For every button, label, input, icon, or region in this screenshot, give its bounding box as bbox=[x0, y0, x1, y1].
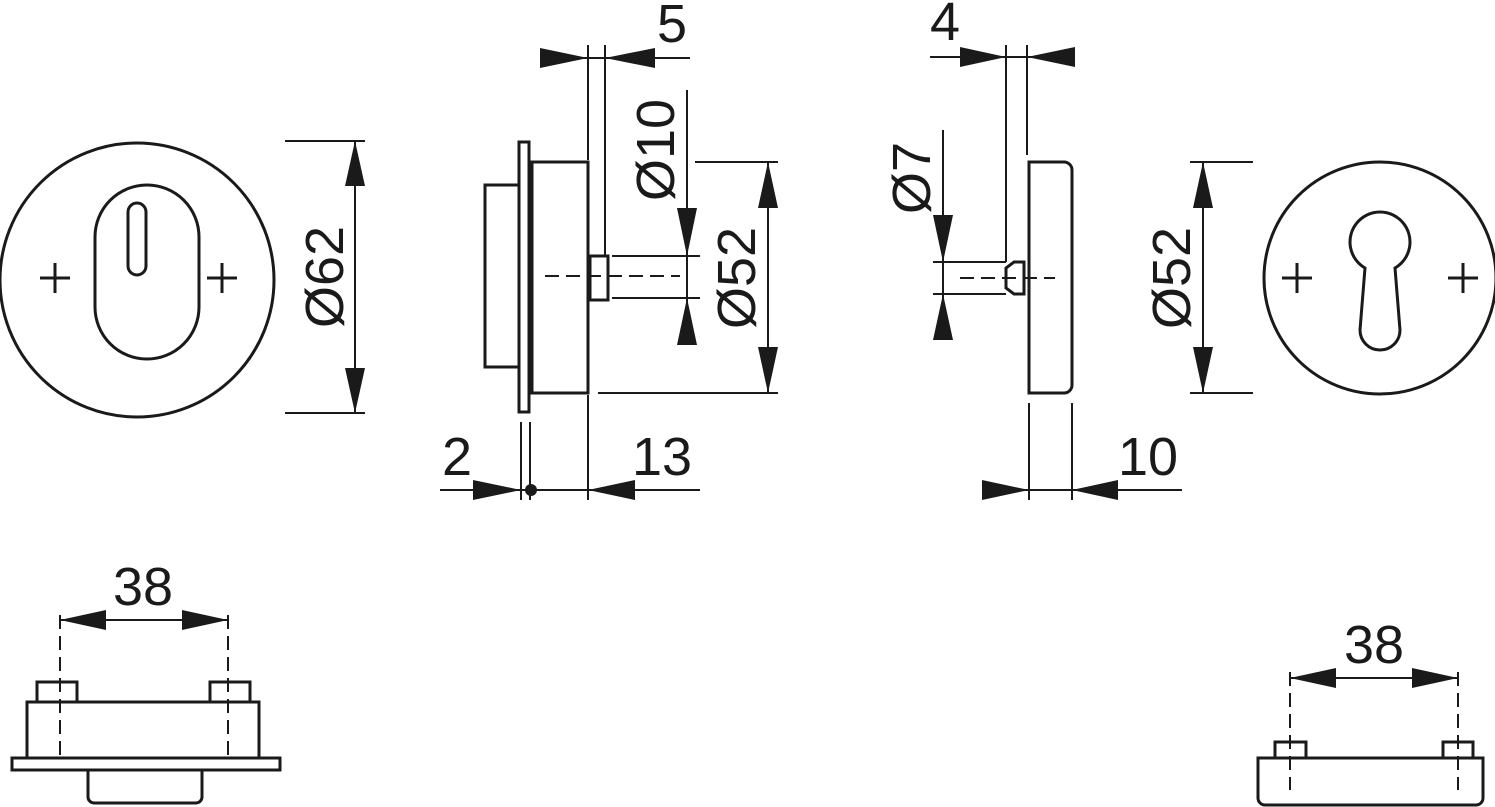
dim-text-4: 4 bbox=[930, 0, 960, 52]
dim-screw-diameter-7: Ø7 bbox=[882, 130, 1006, 340]
dim-text-d7: Ø7 bbox=[882, 142, 942, 214]
screw-mark-left bbox=[40, 263, 70, 293]
side-view-left bbox=[483, 140, 680, 414]
dim-text-13: 13 bbox=[632, 427, 692, 487]
dim-offset-4: 4 bbox=[930, 0, 1075, 67]
dim-screw-spacing-38-right: 38 bbox=[1290, 615, 1458, 688]
dim-inner-diameter-52: Ø52 bbox=[598, 161, 778, 394]
dim-outer-diameter-62: Ø62 bbox=[285, 140, 365, 414]
dim-text-d10: Ø10 bbox=[626, 99, 686, 201]
dim-rose-diameter-52-right: Ø52 bbox=[1142, 161, 1253, 394]
dim-text-5: 5 bbox=[657, 0, 687, 54]
dim-screw-spacing-38-left: 38 bbox=[60, 557, 228, 630]
front-view-left-rose bbox=[0, 141, 276, 419]
side-view-right bbox=[960, 45, 1074, 395]
screw-mark-right bbox=[1448, 263, 1478, 293]
bottom-view-left bbox=[10, 615, 282, 805]
dim-text-2: 2 bbox=[442, 427, 472, 487]
dim-hole-diameter-10: Ø10 bbox=[612, 90, 700, 345]
dim-text-38-right: 38 bbox=[1344, 615, 1404, 675]
front-view-right-rose bbox=[1262, 160, 1495, 396]
dim-text-10: 10 bbox=[1118, 427, 1178, 487]
dim-thickness-2-13: 2 13 bbox=[440, 395, 700, 500]
bottom-view-right bbox=[1256, 672, 1485, 807]
dim-text-d52-left: Ø52 bbox=[707, 227, 767, 329]
screw-mark-left bbox=[1282, 263, 1312, 293]
dim-offset-5: 5 bbox=[540, 0, 690, 255]
dim-text-d52-right: Ø52 bbox=[1142, 227, 1202, 329]
dim-text-d62: Ø62 bbox=[295, 226, 355, 328]
dim-text-38-left: 38 bbox=[113, 557, 173, 617]
dim-thickness-10: 10 bbox=[982, 403, 1182, 500]
screw-mark-right bbox=[207, 263, 237, 293]
